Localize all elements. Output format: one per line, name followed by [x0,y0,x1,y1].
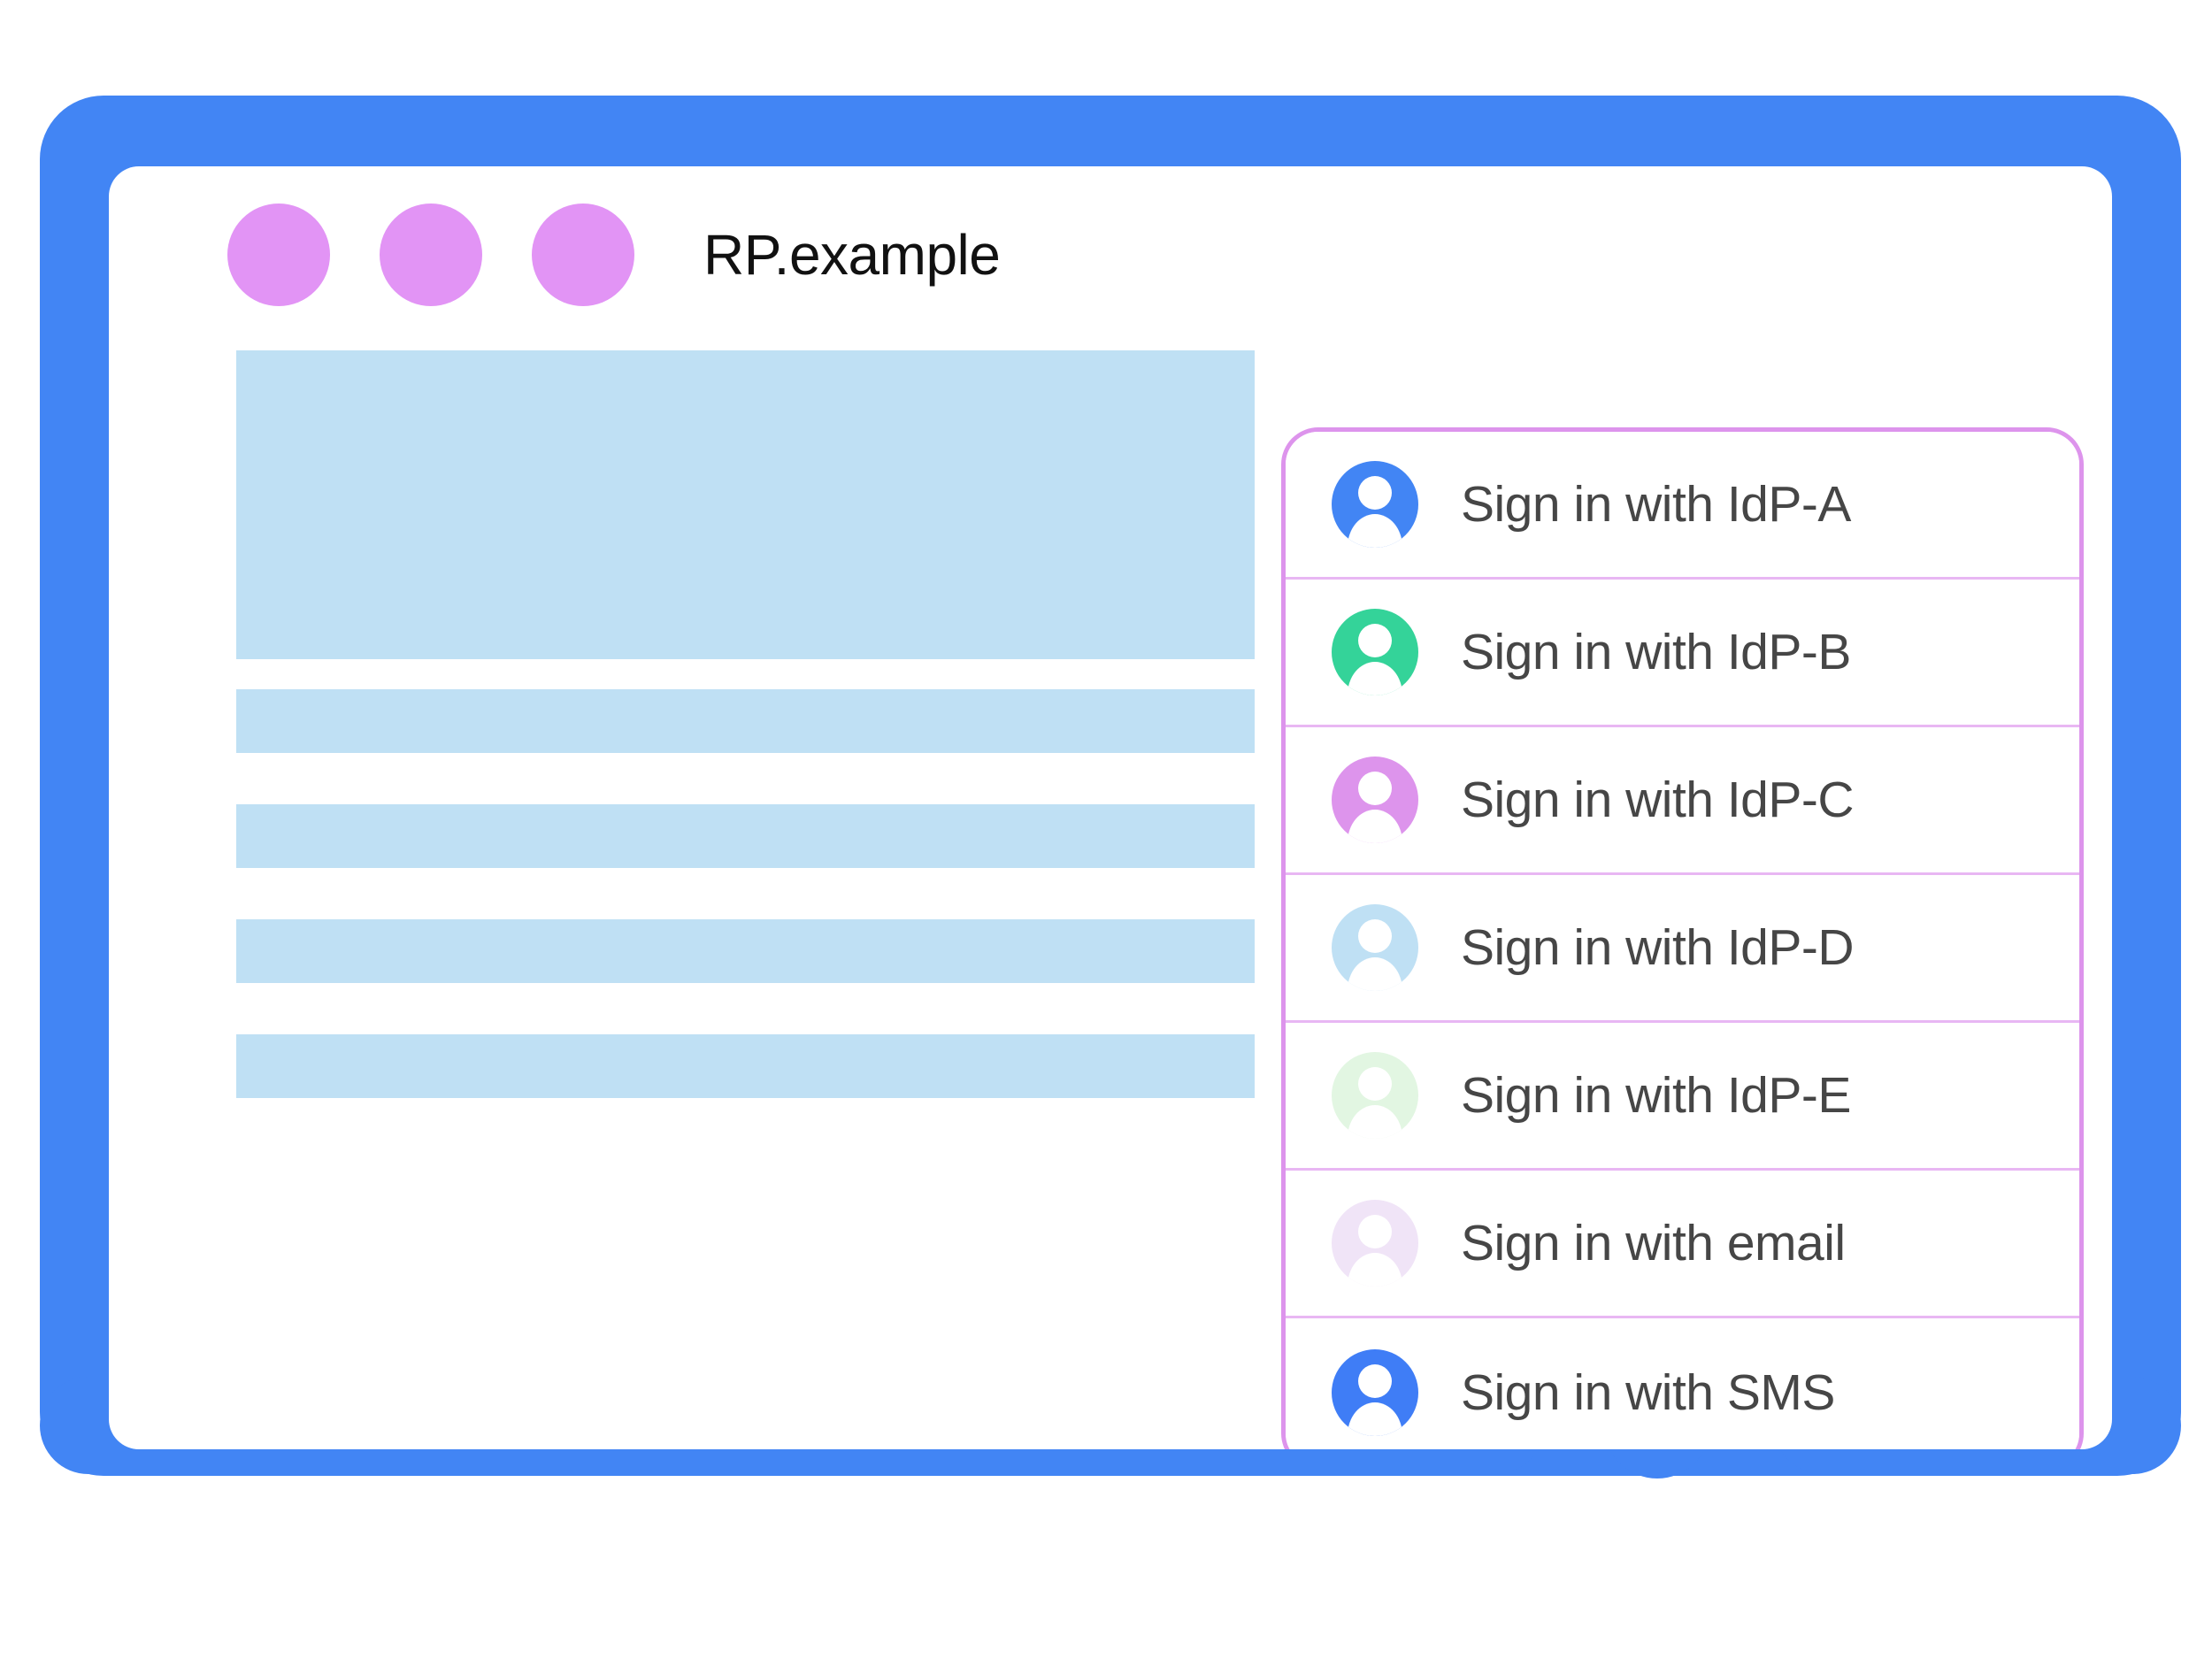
page-title: RP.example [703,223,1001,287]
content-placeholder-bar-4 [236,1034,1255,1098]
avatar-head-shape [1358,476,1392,510]
avatar-body-shape [1348,810,1402,843]
signin-option-idp-c[interactable]: Sign in with IdP-C [1286,727,2079,875]
signin-option-label: Sign in with IdP-D [1461,919,1855,976]
content-placeholder-bar-2 [236,804,1255,868]
signin-option-label: Sign in with email [1461,1215,1846,1271]
avatar-body-shape [1348,1253,1402,1286]
signin-option-email[interactable]: Sign in with email [1286,1171,2079,1318]
signin-option-idp-e[interactable]: Sign in with IdP-E [1286,1023,2079,1171]
signin-option-idp-d[interactable]: Sign in with IdP-D [1286,875,2079,1023]
account-avatar-icon [1332,1052,1418,1139]
account-avatar-icon [1332,757,1418,843]
account-chooser-panel: Sign in with IdP-A Sign in with IdP-B Sign… [1281,427,2084,1449]
content-placeholder-bar-3 [236,919,1255,983]
avatar-head-shape [1358,772,1392,805]
account-avatar-icon [1332,904,1418,991]
content-placeholder-hero [236,350,1255,659]
avatar-head-shape [1358,1067,1392,1101]
content-placeholder-bar-1 [236,689,1255,753]
signin-option-label: Sign in with IdP-A [1461,476,1851,533]
avatar-body-shape [1348,514,1402,548]
signin-option-label: Sign in with IdP-B [1461,624,1851,680]
signin-option-sms[interactable]: Sign in with SMS [1286,1318,2079,1449]
account-avatar-icon [1332,609,1418,695]
avatar-body-shape [1348,1105,1402,1139]
page-content-skeleton [236,350,1255,1098]
avatar-head-shape [1358,1363,1392,1398]
avatar-head-shape [1358,1215,1392,1248]
account-avatar-icon [1332,1348,1418,1436]
signin-option-idp-b[interactable]: Sign in with IdP-B [1286,580,2079,727]
avatar-body-shape [1348,1402,1402,1436]
avatar-body-shape [1348,662,1402,695]
account-avatar-icon [1332,1200,1418,1286]
window-dot-3[interactable] [532,204,634,306]
browser-titlebar: RP.example [109,166,2112,343]
avatar-head-shape [1358,624,1392,657]
avatar-body-shape [1348,957,1402,991]
signin-option-label: Sign in with SMS [1461,1363,1835,1421]
signin-option-label: Sign in with IdP-C [1461,772,1855,828]
signin-option-label: Sign in with IdP-E [1461,1067,1851,1124]
window-dot-2[interactable] [380,204,482,306]
avatar-head-shape [1358,919,1392,953]
window-dot-1[interactable] [227,204,330,306]
signin-option-idp-a[interactable]: Sign in with IdP-A [1286,432,2079,580]
account-avatar-icon [1332,461,1418,548]
